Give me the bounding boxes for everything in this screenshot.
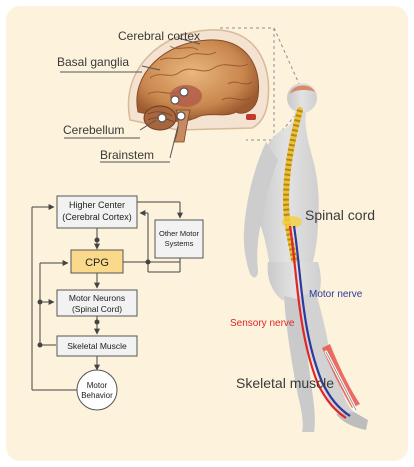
brain-illustration: Cerebral cortex Basal ganglia Cerebellum…	[57, 28, 300, 162]
label-spinal-cord: Spinal cord	[305, 207, 375, 223]
flowchart-boxes: Higher Center (Cerebral Cortex) Other Mo…	[57, 196, 203, 410]
human-body-illustration: Spinal cord Motor nerve Sensory nerve Sk…	[230, 83, 375, 432]
label-brainstem: Brainstem	[100, 148, 154, 162]
label-basal-ganglia: Basal ganglia	[57, 55, 129, 69]
label-motor-nerve: Motor nerve	[309, 289, 363, 300]
other-motor-line1: Other Motor	[159, 229, 200, 238]
motor-behavior-line2: Behavior	[81, 391, 113, 400]
label-sensory-nerve: Sensory nerve	[230, 318, 295, 329]
higher-center-line2: (Cerebral Cortex)	[62, 212, 132, 222]
motor-neurons-line2: (Spinal Cord)	[72, 304, 122, 314]
circle-motor-behavior	[77, 370, 117, 410]
skeletal-muscle-label: Skeletal Muscle	[67, 341, 127, 351]
other-motor-line2: Systems	[165, 239, 194, 248]
label-skeletal-muscle: Skeletal muscle	[236, 375, 334, 391]
motor-behavior-line1: Motor	[87, 381, 108, 390]
motor-neurons-line1: Motor Neurons	[69, 293, 125, 303]
label-cerebellum: Cerebellum	[63, 123, 124, 137]
label-cerebral-cortex: Cerebral cortex	[118, 29, 200, 43]
cpg-label: CPG	[85, 257, 109, 269]
higher-center-line1: Higher Center	[69, 200, 125, 210]
